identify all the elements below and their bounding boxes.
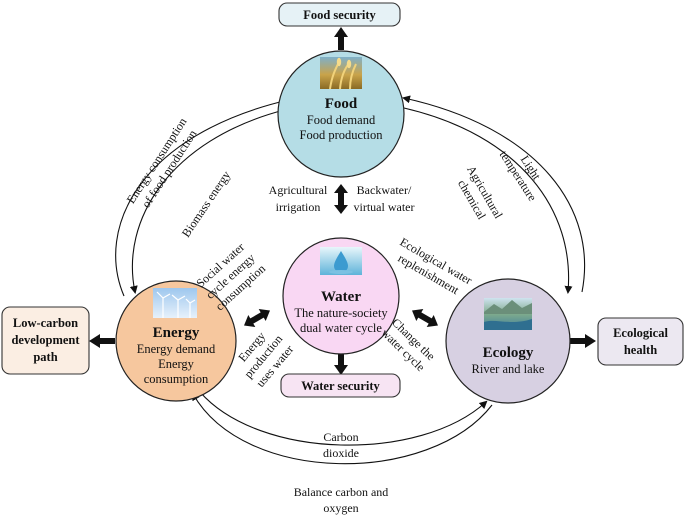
svg-text:Balance carbon and: Balance carbon and <box>294 485 389 499</box>
label-backwater: Backwater/ virtual water <box>354 183 415 214</box>
low-carbon-line-2: development <box>11 333 80 347</box>
arrow-energy-to-low-carbon <box>89 334 115 348</box>
arrow-water-energy-double <box>244 308 270 328</box>
river-landscape-photo-icon <box>484 298 532 330</box>
water-line-1: The nature-society <box>294 306 388 320</box>
label-agricultural-irrigation: Agricultural irrigation <box>269 183 328 214</box>
eco-health-line-2: health <box>624 343 657 357</box>
low-carbon-line-3: path <box>33 350 57 364</box>
label-balance-carbon-oxygen: Balance carbon and oxygen <box>294 485 389 515</box>
energy-title: Energy <box>153 325 200 341</box>
food-line-1: Food demand <box>307 113 376 127</box>
water-title: Water <box>321 289 361 305</box>
ecology-node: Ecology River and lake <box>445 278 571 404</box>
food-node: Food Food demand Food production <box>277 50 405 178</box>
svg-text:dioxide: dioxide <box>323 446 359 460</box>
label-biomass-energy: Biomass energy <box>179 168 234 239</box>
arrow-food-water-double <box>334 184 348 214</box>
label-energy-consumption-food: Energy consumption of food production <box>124 115 200 210</box>
wind-turbine-photo-icon <box>153 288 197 318</box>
svg-text:oxygen: oxygen <box>323 501 358 515</box>
water-drop-photo-icon <box>320 247 362 275</box>
energy-node: Energy Energy demand Energy consumption <box>115 280 237 402</box>
water-node: Water The nature-society dual water cycl… <box>282 237 400 355</box>
arrow-ecology-to-food-outer <box>402 95 586 293</box>
svg-text:Backwater/: Backwater/ <box>357 183 412 197</box>
food-title: Food <box>325 96 358 112</box>
energy-line-1: Energy demand <box>137 342 216 356</box>
arrow-food-to-energy-inner <box>129 109 285 294</box>
energy-line-3: consumption <box>144 372 209 386</box>
arrow-food-to-ecology-inner <box>403 107 573 294</box>
food-security-box: Food security <box>278 2 401 27</box>
arrow-ecology-to-energy-outer <box>192 392 493 465</box>
water-security-label: Water security <box>301 379 380 393</box>
ecology-title: Ecology <box>483 345 534 361</box>
svg-text:irrigation: irrigation <box>276 200 321 214</box>
ecology-line-1: River and lake <box>472 362 545 376</box>
svg-text:Biomass energy: Biomass energy <box>179 168 234 239</box>
arrow-food-to-food-security <box>334 27 348 50</box>
wheat-photo-icon <box>320 57 362 90</box>
eco-health-box: Ecological health <box>597 317 684 366</box>
arrow-water-to-water-security <box>334 354 348 375</box>
food-security-label: Food security <box>303 8 376 22</box>
eco-health-line-1: Ecological <box>613 326 668 340</box>
arrow-energy-to-ecology-inner <box>199 391 488 446</box>
label-ecological-replenishment: Ecological water replenishment <box>396 235 475 298</box>
label-carbon-dioxide: Carbon dioxide <box>323 430 359 460</box>
low-carbon-line-1: Low-carbon <box>13 316 78 330</box>
svg-text:virtual water: virtual water <box>354 200 415 214</box>
label-agricultural-chemical: Agricultural chemical <box>455 163 506 222</box>
arrow-ecology-to-eco-health <box>570 334 596 348</box>
low-carbon-box: Low-carbon development path <box>1 306 90 375</box>
svg-text:Carbon: Carbon <box>323 430 358 444</box>
energy-line-2: Energy <box>158 357 195 371</box>
svg-text:Agricultural: Agricultural <box>269 183 328 197</box>
food-line-2: Food production <box>300 128 384 142</box>
water-security-box: Water security <box>280 373 401 398</box>
water-line-2: dual water cycle <box>300 321 382 335</box>
arrow-water-ecology-double <box>412 308 438 328</box>
arrow-energy-to-food-outer <box>115 97 290 297</box>
